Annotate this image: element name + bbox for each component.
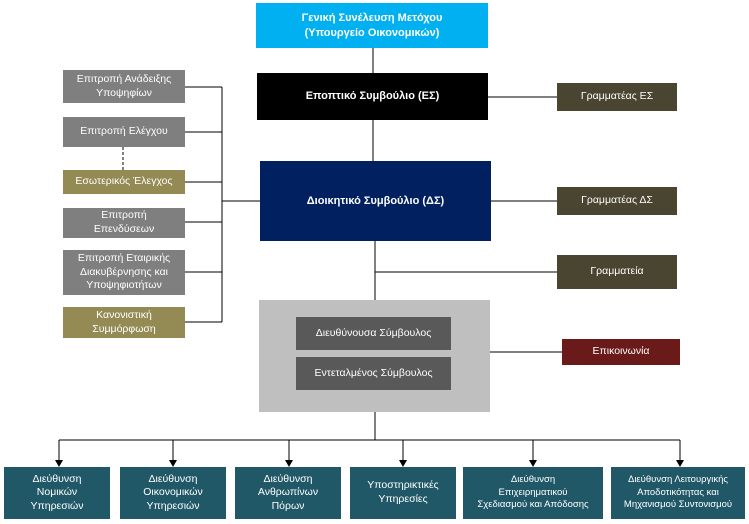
compliance-box: Κανονιστική Συμμόρφωση [63, 307, 185, 338]
investment-committee-box: Επιτροπή Επενδύσεων [63, 208, 185, 238]
deputy-ceo-box: Εντεταλμένος Σύμβουλος [296, 357, 451, 390]
secretariat-box: Γραμματεία [557, 255, 677, 289]
division-finance-box: Διεύθυνση Οικονομικών Υπηρεσιών [120, 467, 226, 519]
ceo-box: Διευθύνουσα Σύμβουλος [296, 317, 451, 350]
secretary-es-box: Γραμματέας ΕΣ [557, 83, 677, 111]
division-support-box: Υποστηρικτικές Υπηρεσίες [350, 467, 456, 519]
audit-committee-box: Επιτροπή Ελέγχου [63, 117, 185, 147]
division-hr-box: Διεύθυνση Ανθρωπίνων Πόρων [235, 467, 341, 519]
division-operations-box: Διεύθυνση Λειτουργικής Αποδοτικότητας κα… [611, 467, 745, 519]
board-of-directors-box: Διοικητικό Συμβούλιο (ΔΣ) [260, 161, 491, 241]
division-legal-box: Διεύθυνση Νομικών Υπηρεσιών [4, 467, 110, 519]
supervisory-board-box: Εποπτικό Συμβούλιο (ΕΣ) [257, 73, 488, 120]
nomination-committee-box: Επιτροπή Ανάδειξης Υποψηφίων [63, 70, 185, 103]
division-planning-box: Διεύθυνση Επιχειρηματικού Σχεδιασμού και… [463, 467, 603, 519]
communication-box: Επικοινωνία [562, 339, 680, 365]
governance-committee-box: Επιτροπή Εταιρικής Διακυβέρνησης και Υπο… [63, 250, 185, 295]
general-assembly-box: Γενική Συνέλευση Μετόχου (Υπουργείο Οικο… [256, 3, 488, 48]
secretary-ds-box: Γραμματέας ΔΣ [557, 187, 677, 215]
internal-audit-box: Εσωτερικός Έλεγχος [63, 170, 185, 194]
